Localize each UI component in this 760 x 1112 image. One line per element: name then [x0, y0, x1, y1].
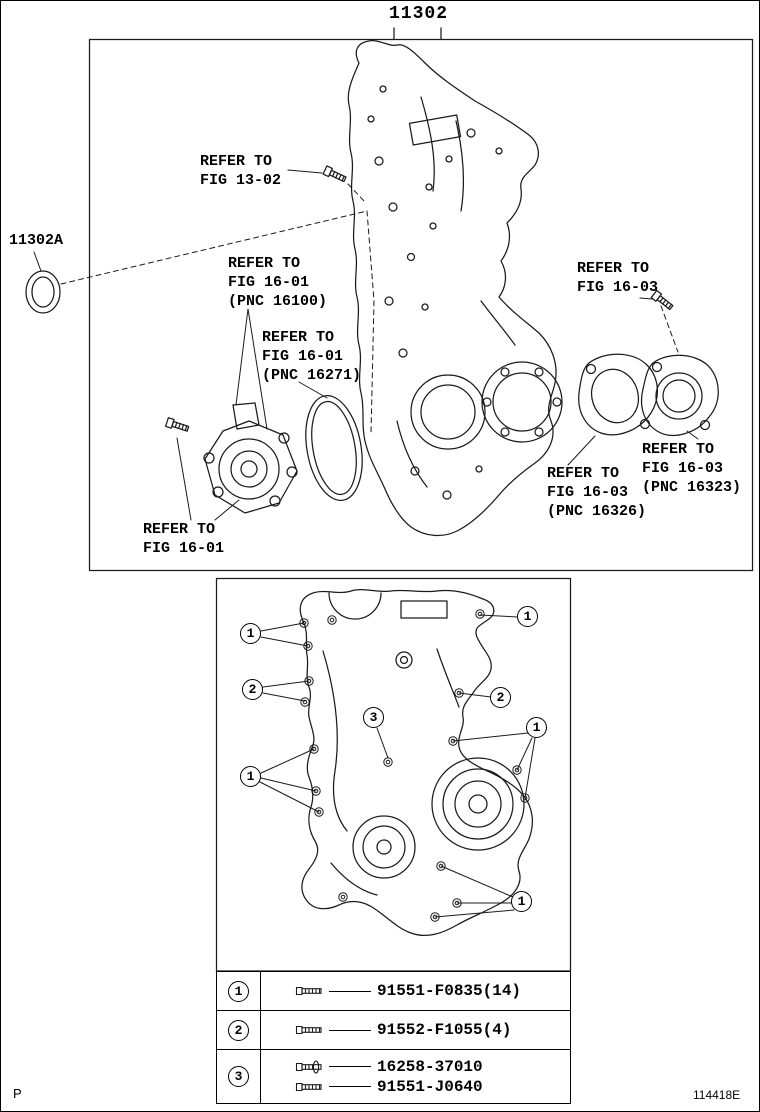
- title-connector-lines: [393, 27, 442, 40]
- table-row-3: 3 16258-37010: [217, 1049, 570, 1103]
- part-number: 91551-J0640: [377, 1077, 483, 1096]
- leader-line: [329, 1066, 371, 1067]
- refer-label-fig16-01: REFER TO FIG 16-01: [143, 521, 225, 557]
- callout-2-right: 2: [490, 687, 511, 708]
- table-row-1: 1 91551-F0835(14): [217, 972, 570, 1010]
- refer-label-fig16-03: REFER TO FIG 16-03: [577, 260, 659, 296]
- bolt-water-pump-icon: [164, 417, 190, 434]
- lower-leader-lines: [259, 614, 536, 918]
- figure-number-title: 11302: [389, 4, 449, 24]
- bolt-fig13-02-icon: [322, 165, 348, 185]
- callout-badge-1: 1: [228, 980, 249, 1002]
- refer-label-fig16-01-pnc16100: REFER TO FIG 16-01 (PNC 16100): [228, 255, 328, 310]
- callout-1-mid-left: 1: [240, 766, 261, 787]
- table-row-2: 2 91552-F1055(4): [217, 1010, 570, 1049]
- callout-cell: 2: [217, 1011, 261, 1049]
- callout-1-top-left: 1: [240, 623, 261, 644]
- footer-page-letter: P: [13, 1086, 22, 1101]
- water-inlet-drawing: [640, 354, 719, 436]
- leader-line: [329, 1029, 371, 1031]
- bolt-icon: [295, 1082, 322, 1091]
- timing-cover-front-drawing: [299, 588, 533, 937]
- water-inlet-gasket-drawing: [578, 353, 658, 436]
- fastener-table: 1 91551-F0835(14) 2: [216, 971, 571, 1104]
- bolt-holes: [299, 609, 530, 922]
- part-label-11302a: 11302A: [9, 232, 64, 249]
- part-number: 91552-F1055(4): [377, 1021, 512, 1039]
- assembly-dashed-lines: [60, 183, 679, 435]
- oil-seal-drawing: [25, 270, 61, 314]
- footer-figure-code: 114418E: [693, 1088, 741, 1102]
- refer-label-fig16-03-pnc16323: REFER TO FIG 16-03 (PNC 16323): [642, 441, 742, 496]
- part-cell: 91552-F1055(4): [261, 1011, 570, 1049]
- timing-chain-case-drawing: [347, 40, 563, 537]
- leader-line: [329, 1086, 371, 1087]
- refer-label-fig16-01-pnc16271: REFER TO FIG 16-01 (PNC 16271): [262, 329, 362, 384]
- callout-cell: 1: [217, 972, 261, 1010]
- refer-label-fig16-03-pnc16326: REFER TO FIG 16-03 (PNC 16326): [547, 465, 647, 520]
- lower-diagram-frame: [215, 577, 572, 972]
- callout-cell: 3: [217, 1050, 261, 1103]
- callout-1-mid-right: 1: [526, 717, 547, 738]
- callout-2-left: 2: [242, 679, 263, 700]
- refer-label-fig13-02: REFER TO FIG 13-02: [200, 153, 282, 189]
- callout-3-center: 3: [363, 707, 384, 728]
- callout-badge-3: 3: [228, 1066, 249, 1087]
- water-pump-gasket-drawing: [305, 394, 363, 502]
- part-number: 16258-37010: [377, 1057, 483, 1076]
- callout-badge-2: 2: [228, 1019, 249, 1041]
- part-cell: 91551-F0835(14): [261, 972, 570, 1010]
- leader-line: [329, 990, 371, 992]
- bolt-with-washer-icon: [295, 1059, 322, 1074]
- part-cell: 16258-37010 91551-J0640: [261, 1050, 570, 1103]
- bolt-icon: [295, 986, 322, 996]
- part-number: 91551-F0835(14): [377, 982, 522, 1000]
- callout-1-bottom: 1: [511, 891, 532, 912]
- bolt-icon: [295, 1025, 322, 1035]
- callout-1-top-right: 1: [517, 606, 538, 627]
- water-pump-drawing: [203, 402, 298, 514]
